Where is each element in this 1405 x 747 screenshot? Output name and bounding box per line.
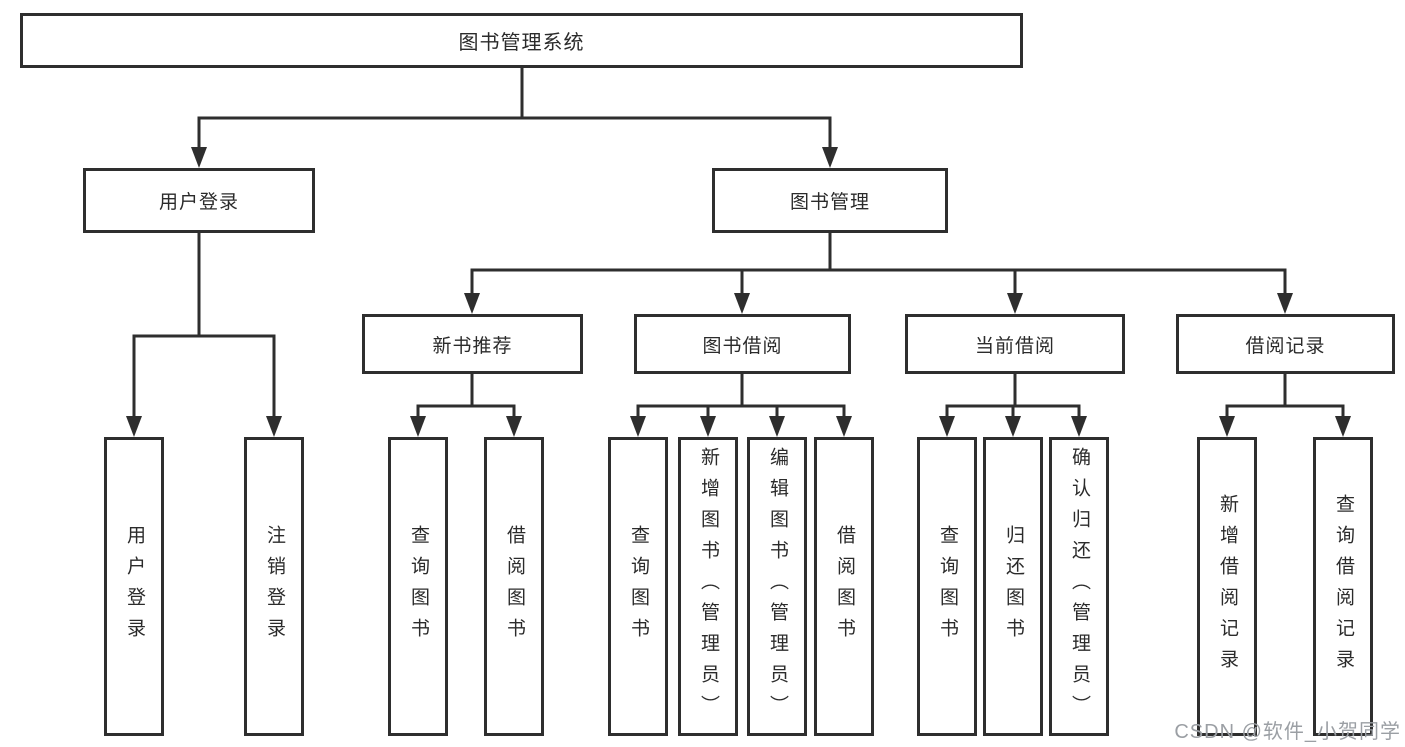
node-label: 新增图书（管理员）	[697, 447, 719, 726]
leaf-confirm-return-admin: 确认归还（管理员）	[1049, 437, 1109, 736]
connector-lines	[132, 67, 1345, 418]
node-label: 确认归还（管理员）	[1068, 447, 1090, 726]
node-new-book-recommend: 新书推荐	[362, 314, 583, 374]
arrowhead-icon	[1277, 293, 1293, 314]
arrowhead-icon	[822, 147, 838, 168]
leaf-add-books-admin: 新增图书（管理员）	[678, 437, 738, 736]
arrowhead-icon	[734, 293, 750, 314]
arrowhead-icon	[506, 416, 522, 437]
arrowhead-icon	[126, 416, 142, 437]
node-label: 借阅记录	[1245, 335, 1326, 357]
arrowhead-icon	[1219, 416, 1235, 437]
node-label: 查询图书	[627, 524, 649, 649]
leaf-borrow-books-recommend: 借阅图书	[484, 437, 544, 736]
leaf-borrow-books: 借阅图书	[814, 437, 874, 736]
node-label: 查询图书	[407, 524, 429, 649]
leaf-return-books: 归还图书	[983, 437, 1043, 736]
node-label: 用户登录	[123, 524, 145, 649]
node-label: 注销登录	[263, 524, 285, 649]
node-label: 新书推荐	[432, 335, 513, 357]
arrowhead-icon	[1335, 416, 1351, 437]
arrowhead-icon	[266, 416, 282, 437]
leaf-add-borrow-record: 新增借阅记录	[1197, 437, 1257, 736]
arrowhead-icon	[1007, 293, 1023, 314]
node-label: 图书管理系统	[458, 32, 585, 54]
node-label: 用户登录	[158, 192, 239, 213]
node-label: 编辑图书（管理员）	[766, 447, 788, 726]
leaf-edit-books-admin: 编辑图书（管理员）	[747, 437, 807, 736]
node-borrowing-records: 借阅记录	[1176, 314, 1395, 374]
leaf-query-books-current: 查询图书	[917, 437, 977, 736]
node-label: 新增借阅记录	[1216, 493, 1238, 680]
node-book-management: 图书管理	[712, 168, 948, 233]
node-user-login: 用户登录	[83, 168, 315, 233]
arrowhead-icon	[836, 416, 852, 437]
arrowhead-icon	[700, 416, 716, 437]
node-label: 借阅图书	[833, 524, 855, 649]
node-label: 借阅图书	[503, 524, 525, 649]
leaf-logout: 注销登录	[244, 437, 304, 736]
arrowhead-icon	[464, 293, 480, 314]
node-label: 图书管理	[789, 192, 870, 213]
node-label: 归还图书	[1002, 524, 1024, 649]
node-label: 当前借阅	[974, 335, 1055, 357]
leaf-user-login: 用户登录	[104, 437, 164, 736]
arrowhead-icon	[410, 416, 426, 437]
leaf-query-books-borrowing: 查询图书	[608, 437, 668, 736]
leaf-query-borrow-record: 查询借阅记录	[1313, 437, 1373, 736]
arrowhead-icon	[630, 416, 646, 437]
arrowhead-icon	[1005, 416, 1021, 437]
node-current-borrowing: 当前借阅	[905, 314, 1125, 374]
node-book-borrowing: 图书借阅	[634, 314, 851, 374]
arrowhead-icon	[1071, 416, 1087, 437]
arrowhead-icon	[939, 416, 955, 437]
node-root-system: 图书管理系统	[20, 13, 1023, 68]
leaf-query-books-recommend: 查询图书	[388, 437, 448, 736]
arrowhead-icon	[191, 147, 207, 168]
node-label: 图书借阅	[702, 335, 783, 357]
node-label: 查询借阅记录	[1332, 493, 1354, 680]
csdn-watermark: CSDN @软件_小贺同学	[1174, 721, 1401, 743]
arrowhead-icon	[769, 416, 785, 437]
node-label: 查询图书	[936, 524, 958, 649]
arrowheads	[126, 147, 1351, 437]
